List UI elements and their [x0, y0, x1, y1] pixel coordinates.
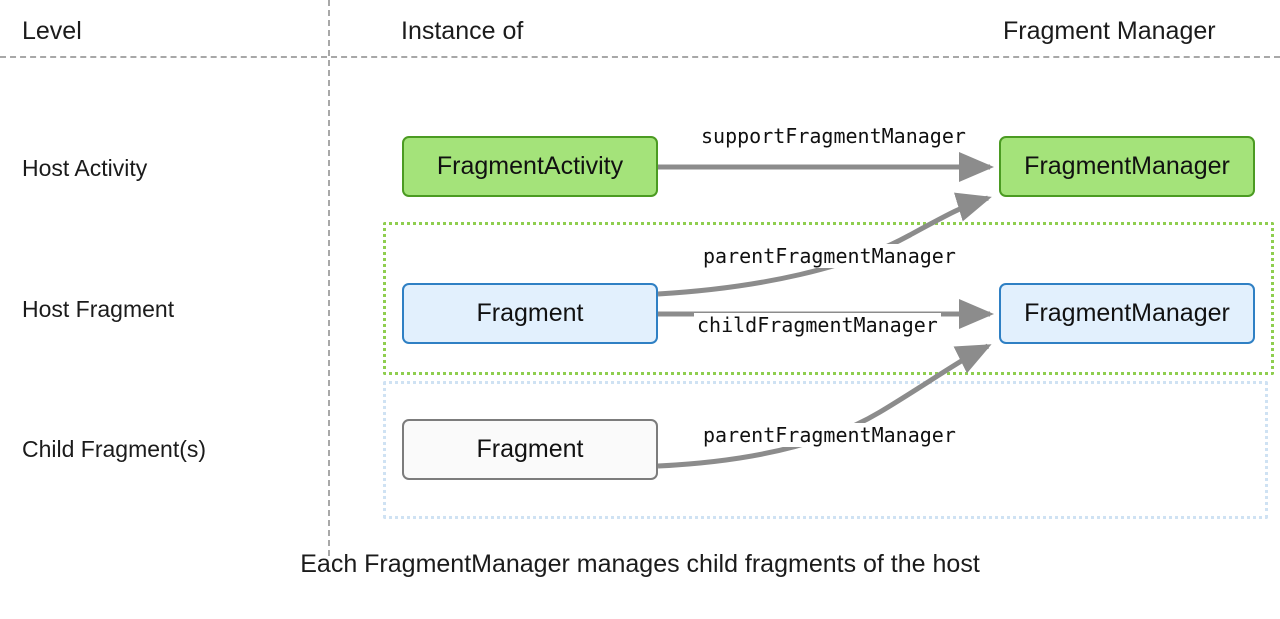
column-header-instance-of: Instance of	[401, 17, 524, 45]
edge-label-support-fragment-manager: supportFragmentManager	[698, 124, 969, 148]
edge-label-child-fragment-manager: childFragmentManager	[694, 313, 941, 337]
node-host-fragment[interactable]: Fragment	[402, 283, 658, 344]
node-fragment-manager-activity[interactable]: FragmentManager	[999, 136, 1255, 197]
edge-label-parent-fragment-manager-child: parentFragmentManager	[700, 423, 959, 447]
node-fragment-activity[interactable]: FragmentActivity	[402, 136, 658, 197]
node-fragment-manager-fragment[interactable]: FragmentManager	[999, 283, 1255, 344]
row-label-host-activity: Host Activity	[22, 155, 148, 181]
column-header-fragment-manager: Fragment Manager	[1003, 17, 1216, 45]
edge-label-parent-fragment-manager-host: parentFragmentManager	[700, 244, 959, 268]
column-divider-line	[328, 0, 330, 556]
node-child-fragment[interactable]: Fragment	[402, 419, 658, 480]
header-divider-line	[0, 56, 1280, 58]
diagram-caption: Each FragmentManager manages child fragm…	[300, 550, 980, 578]
row-label-child-fragment: Child Fragment(s)	[22, 436, 207, 462]
row-label-host-fragment: Host Fragment	[22, 296, 175, 322]
column-header-level: Level	[22, 17, 82, 45]
